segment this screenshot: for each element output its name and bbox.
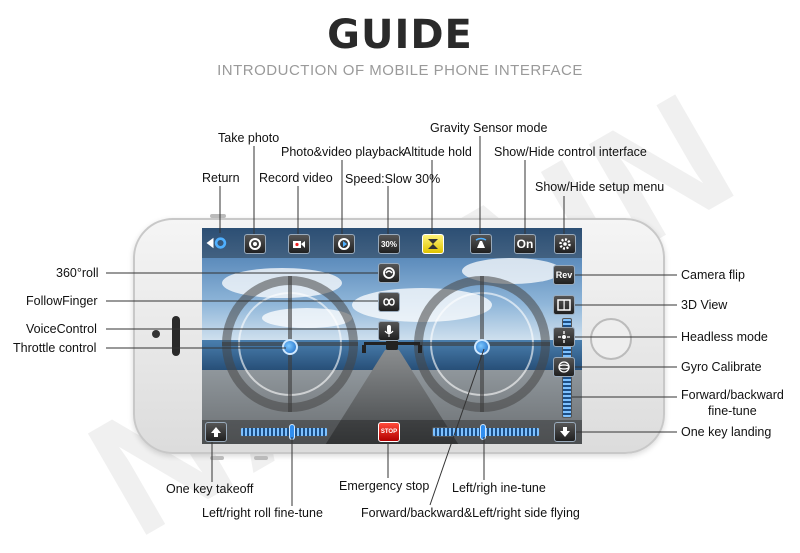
playback-button[interactable]: [333, 234, 355, 254]
drone-icon: [362, 340, 422, 353]
label-gyro-calibrate: Gyro Calibrate: [681, 360, 762, 374]
page-title: GUIDE: [327, 12, 473, 58]
emergency-stop-button[interactable]: STOP: [378, 422, 400, 442]
voice-control-button[interactable]: [378, 321, 400, 341]
left-right-roll-trim-slider[interactable]: [240, 427, 328, 437]
gear-icon: [559, 238, 571, 250]
label-throttle-control: Throttle control: [13, 341, 97, 355]
label-show-hide-setup: Show/Hide setup menu: [535, 180, 665, 194]
throttle-joystick-knob[interactable]: [282, 339, 298, 355]
phone-side-button: [210, 214, 226, 218]
setup-menu-button[interactable]: [554, 234, 576, 254]
camera-icon: [249, 238, 261, 250]
down-arrow-icon: [560, 427, 570, 437]
label-follow-finger: FollowFinger: [26, 294, 98, 308]
return-button[interactable]: [206, 233, 228, 253]
label-fb-finetune-line1: Forward/backward: [681, 388, 784, 402]
video-camera-icon: [293, 241, 305, 248]
label-show-hide-control: Show/Hide control interface: [494, 145, 647, 159]
record-video-button[interactable]: [288, 234, 310, 254]
label-lr-finetune: Left/righ ine-tune: [452, 481, 546, 495]
phone-volume-button: [254, 456, 268, 460]
playback-icon: [338, 238, 350, 250]
follow-finger-button[interactable]: [378, 292, 400, 312]
take-photo-button[interactable]: [244, 234, 266, 254]
gravity-sensor-button[interactable]: [470, 234, 492, 254]
label-lr-roll-finetune: Left/right roll fine-tune: [202, 506, 323, 520]
gyro-calibrate-button[interactable]: [553, 357, 575, 377]
phone-volume-button: [210, 456, 224, 460]
label-3d-view: 3D View: [681, 298, 728, 312]
up-arrow-icon: [211, 427, 221, 437]
flip-icon: [383, 267, 395, 279]
gyro-icon: [558, 361, 570, 373]
hand-tilt-icon: [475, 237, 487, 248]
label-one-key-takeoff: One key takeoff: [166, 482, 254, 496]
one-key-landing-button[interactable]: [554, 422, 576, 442]
label-one-key-landing: One key landing: [681, 425, 772, 439]
one-key-takeoff-button[interactable]: [205, 422, 227, 442]
label-roll-360: 360°roll: [56, 266, 99, 280]
label-voice-control: VoiceControl: [26, 322, 97, 336]
phone-home-button: [590, 318, 632, 360]
headless-icon: [558, 331, 570, 343]
phone-camera: [152, 330, 160, 338]
headless-mode-button[interactable]: [553, 327, 575, 347]
label-camera-flip: Camera flip: [681, 268, 745, 282]
infinity-path-icon: [383, 298, 395, 306]
label-fb-lr-flying: Forward/backward&Left/right side flying: [361, 506, 580, 520]
return-arrow-icon: [206, 237, 227, 249]
camera-flip-button[interactable]: Rev: [553, 265, 575, 285]
speed-button[interactable]: 30%: [378, 234, 400, 254]
label-record-video: Record video: [259, 171, 333, 185]
altitude-hold-button[interactable]: [422, 234, 444, 254]
label-altitude-hold: Altitude hold: [403, 145, 472, 159]
phone-speaker: [172, 316, 180, 356]
split-view-icon: [557, 299, 571, 311]
left-right-trim-slider[interactable]: [432, 427, 540, 437]
altitude-hold-icon: [428, 239, 438, 249]
label-playback: Photo&video playback: [281, 145, 405, 159]
label-gravity-sensor: Gravity Sensor mode: [430, 121, 548, 135]
label-take-photo: Take photo: [218, 131, 280, 145]
label-return: Return: [202, 171, 240, 185]
show-hide-control-toggle[interactable]: On: [514, 234, 536, 254]
view-3d-button[interactable]: [553, 295, 575, 315]
label-headless-mode: Headless mode: [681, 330, 768, 344]
left-right-trim-knob[interactable]: [480, 424, 486, 440]
roll-360-button[interactable]: [378, 263, 400, 283]
label-speed: Speed:Slow 30%: [345, 172, 441, 186]
label-fb-finetune-line2: fine-tune: [708, 404, 757, 418]
microphone-icon: [384, 325, 394, 337]
page-subtitle: INTRODUCTION OF MOBILE PHONE INTERFACE: [217, 62, 583, 79]
label-emergency-stop: Emergency stop: [339, 479, 430, 493]
